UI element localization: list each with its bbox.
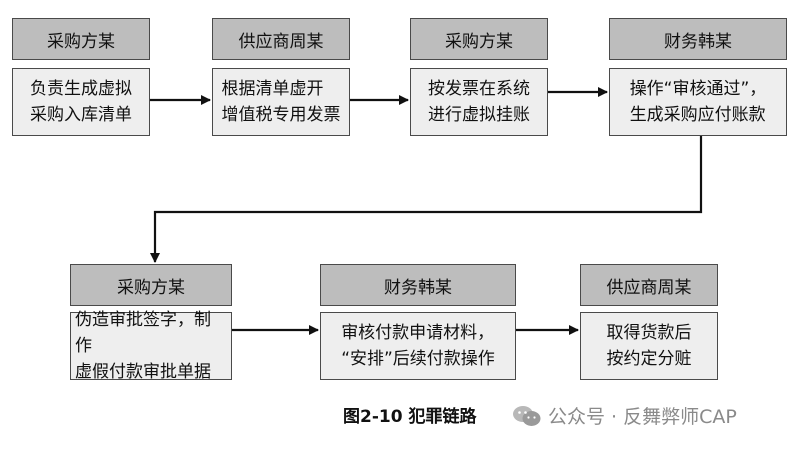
figure-caption: 图2-10 犯罪链路 [343,407,477,427]
step-text: 审核付款申请材料， “安排”后续付款操作 [341,323,495,369]
role-label: 财务韩某 [664,31,732,52]
role-box-3: 采购方某 [410,18,548,60]
step-text: 负责生成虚拟 采购入库清单 [30,79,132,125]
role-box-5: 采购方某 [70,264,232,306]
role-label: 供应商周某 [606,277,692,298]
step-box-7: 取得货款后 按约定分赃 [580,312,718,380]
step-box-2: 根据清单虚开 增值税专用发票 [212,68,350,136]
role-box-7: 供应商周某 [580,264,718,306]
step-box-4: 操作“审核通过”， 生成采购应付账款 [609,68,787,136]
step-box-1: 负责生成虚拟 采购入库清单 [12,68,150,136]
step-text: 取得货款后 按约定分赃 [606,323,692,369]
role-box-4: 财务韩某 [609,18,787,60]
role-box-2: 供应商周某 [212,18,350,60]
step-box-6: 审核付款申请材料， “安排”后续付款操作 [320,312,516,380]
wechat-icon [513,405,541,426]
step-text: 根据清单虚开 增值税专用发票 [221,79,341,125]
role-label: 供应商周某 [238,31,324,52]
role-box-1: 采购方某 [12,18,150,60]
role-label: 采购方某 [445,31,513,52]
watermark-text: 公众号 · 反舞弊师CAP [548,406,737,428]
step-box-3: 按发票在系统 进行虚拟挂账 [410,68,548,136]
role-box-6: 财务韩某 [320,264,516,306]
step-text: 伪造审批签字，制作 虚假付款审批单据 [75,310,211,382]
step-text: 操作“审核通过”， 生成采购应付账款 [629,79,767,125]
role-label: 采购方某 [47,31,115,52]
arrow-step4-to-step5 [150,136,703,263]
role-label: 采购方某 [117,277,185,298]
step-box-5: 伪造审批签字，制作 虚假付款审批单据 [70,310,232,382]
step-text: 按发票在系统 进行虚拟挂账 [428,79,530,125]
watermark: 公众号 · 反舞弊师CAP [512,402,737,429]
role-label: 财务韩某 [384,277,452,298]
